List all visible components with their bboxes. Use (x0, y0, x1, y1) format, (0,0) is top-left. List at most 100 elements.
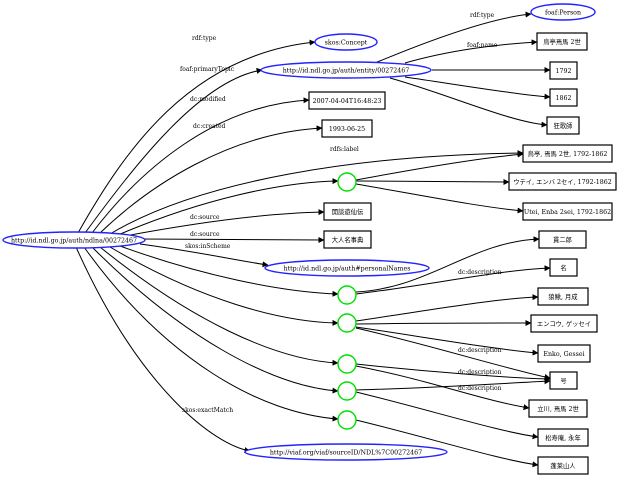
literal-kana-text: ウテイ, エンバ 2セイ, 1792-1862 (513, 178, 612, 186)
literal-modified-text: 2007-04-04T16:48:23 (313, 98, 382, 105)
literal-horai[interactable]: 蓬莱山人 (537, 456, 589, 475)
edge-b6-horai (355, 419, 539, 468)
blank-node-4[interactable] (337, 354, 357, 374)
edge-b4-tatekawa (355, 365, 530, 411)
literal-mei-text: 名 (560, 263, 566, 272)
edge-blank-6 (83, 246, 339, 422)
literal-jiro-text: 貫二郎 (553, 235, 572, 244)
blank-node-1[interactable] (337, 172, 357, 192)
edge-blank-2 (119, 245, 339, 297)
literal-kyoka[interactable]: 狂歌師 (546, 116, 580, 135)
edge-label-modified: dc:modified (190, 96, 226, 103)
edge-entity-name (404, 39, 538, 64)
edge-entity-type (374, 11, 532, 64)
literal-modified[interactable]: 2007-04-04T16:48:23 (308, 91, 386, 110)
literal-label[interactable]: 烏亭, 焉馬 2世, 1792-1862 (522, 144, 613, 163)
literal-roma-text: Utei, Enba 2sei, 1792-1862 (524, 209, 611, 216)
edge-label-desc-3: dc:description (458, 369, 502, 376)
literal-1792-text: 1792 (555, 68, 571, 75)
literal-kyoka-text: 狂歌師 (554, 121, 574, 130)
blank-node-6[interactable] (337, 410, 357, 430)
edge-b3-enko (355, 326, 539, 356)
literal-enko-kana[interactable]: エンコウ, ゲッセイ (530, 314, 598, 333)
edge-labels: rdf:type foaf:primaryTopic dc:modified d… (180, 12, 502, 414)
node-viaf-uri[interactable]: http://viaf.org/viaf/sourceID/NDL%7C0027… (244, 443, 448, 461)
literal-shoju-text: 松寿庵, 永年 (545, 433, 581, 442)
literal-shoju[interactable]: 松寿庵, 永年 (537, 428, 589, 447)
edge-b2-jiro (355, 236, 540, 293)
literal-go-text: 号 (560, 377, 566, 385)
blank-node-3[interactable] (337, 313, 357, 333)
edge-blank-3 (109, 246, 339, 326)
edge-label-foaf-name: foaf:name (467, 42, 498, 49)
edge-label-desc-2: dc:description (458, 347, 502, 354)
node-entity-uri-text: http://id.ndl.go.jp/auth/entity/00272467 (283, 67, 410, 74)
literal-source-1-text: 開談遊仙伝 (332, 207, 363, 216)
literal-name-text: 烏亭焉馬 2世 (543, 37, 581, 46)
node-personal-names-text: http://id.ndl.go.jp/auth#personalNames (284, 265, 411, 272)
blank-node-5[interactable] (337, 381, 357, 401)
literal-tatekawa[interactable]: 立川, 焉馬 2世 (528, 399, 588, 418)
edge-b4-go (355, 363, 551, 382)
node-main-uri[interactable]: http://id.ndl.go.jp/auth/ndlna/00272467 (2, 231, 146, 249)
literal-name[interactable]: 烏亭焉馬 2世 (536, 32, 588, 51)
edge-blank-5 (91, 246, 339, 394)
literal-mei[interactable]: 名 (549, 258, 578, 277)
edges (75, 11, 551, 468)
edge-entity-1862 (404, 76, 551, 100)
edge-label-source-1: dc:source (190, 214, 220, 221)
edge-label-created: dc:created (193, 123, 226, 130)
node-skos-concept-text: skos:Concept (325, 39, 368, 46)
node-main-uri-text: http://id.ndl.go.jp/auth/ndlna/00272467 (11, 237, 137, 244)
edge-exact-match (75, 246, 251, 454)
edge-label-desc-1: dc:description (458, 269, 502, 276)
edge-label-entity-type: rdf:type (470, 12, 495, 19)
edge-blank-4 (99, 246, 339, 366)
edge-label-in-scheme: skos:inScheme (185, 243, 231, 250)
blank-node-2[interactable] (337, 285, 357, 305)
edge-source-1 (124, 209, 325, 237)
literal-source-1[interactable]: 開談遊仙伝 (323, 202, 372, 221)
literal-horai-text: 蓬莱山人 (550, 461, 576, 470)
edge-b3-go (355, 327, 551, 380)
node-viaf-uri-text: http://viaf.org/viaf/sourceID/NDL%7C0027… (270, 449, 422, 456)
node-personal-names[interactable]: http://id.ndl.go.jp/auth#personalNames (264, 259, 430, 277)
edge-b1-kana (355, 178, 510, 185)
edge-b5-shoju (355, 391, 539, 440)
literal-1792[interactable]: 1792 (549, 61, 578, 80)
edge-label-rdf-type: rdf:type (192, 35, 217, 42)
literal-roma[interactable]: Utei, Enba 2sei, 1792-1862 (522, 202, 613, 221)
literal-jiro[interactable]: 貫二郎 (538, 230, 587, 249)
node-foaf-person[interactable]: foaf:Person (530, 3, 596, 21)
literal-created[interactable]: 1993-06-25 (321, 119, 373, 138)
edge-source-2 (139, 236, 325, 243)
edge-created (99, 125, 323, 234)
edge-entity-kyoka (389, 77, 548, 128)
literal-tatekawa-text: 立川, 焉馬 2世 (537, 404, 579, 413)
literal-nodes: 烏亭焉馬 2世 1792 1862 狂歌師 2007-04-04T16:48:2… (308, 32, 617, 475)
literal-rokan[interactable]: 狼鰍, 月成 (537, 287, 589, 306)
literal-enko[interactable]: Enko, Gessei (537, 344, 591, 363)
blank-nodes (337, 172, 357, 430)
edge-primary-topic (84, 67, 263, 234)
edge-b5-go (355, 378, 551, 391)
edge-b2-mei (355, 265, 551, 295)
literal-kana[interactable]: ウテイ, エンバ 2セイ, 1792-1862 (508, 172, 617, 191)
node-skos-concept[interactable]: skos:Concept (314, 33, 378, 51)
edge-rdf-type (77, 39, 316, 234)
literal-go[interactable]: 号 (549, 371, 578, 390)
literal-source-2[interactable]: 大人名事典 (323, 230, 372, 249)
node-entity-uri[interactable]: http://id.ndl.go.jp/auth/entity/00272467 (260, 61, 432, 79)
edge-b3-rokan (355, 294, 539, 322)
edge-blank-1 (117, 178, 339, 236)
edge-label-primary-topic: foaf:primaryTopic (180, 66, 235, 73)
edge-label-rdfs-label: rdfs:label (330, 146, 359, 153)
literal-1862[interactable]: 1862 (549, 88, 578, 107)
edge-b3-enko-kana (355, 320, 532, 327)
literal-label-text: 烏亭, 焉馬 2世, 1792-1862 (528, 149, 608, 158)
literal-created-text: 1993-06-25 (329, 126, 365, 133)
literal-enko-text: Enko, Gessei (543, 351, 584, 358)
edge-b1-label (355, 151, 524, 181)
literal-rokan-text: 狼鰍, 月成 (548, 292, 578, 301)
